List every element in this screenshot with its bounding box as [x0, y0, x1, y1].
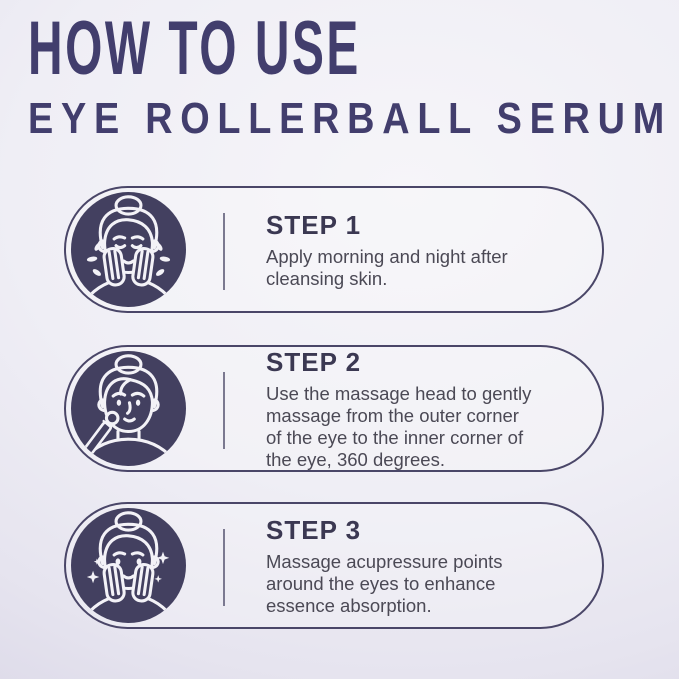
step-label: STEP 2 — [266, 346, 362, 377]
step-description: Use the massage head to gently massage f… — [266, 382, 532, 470]
face-roller-massage-icon — [81, 354, 176, 461]
face-acupressure-icon — [83, 511, 174, 618]
divider — [223, 213, 225, 290]
page-title-line2: EYE ROLLERBALL SERUM — [28, 94, 672, 143]
divider — [223, 372, 225, 449]
step-2-content: STEP 2 Use the massage head to gently ma… — [266, 347, 596, 470]
step-card-1: STEP 1 Apply morning and night after cle… — [64, 186, 604, 313]
step-description: Apply morning and night after cleansing … — [266, 245, 508, 289]
step-3-content: STEP 3 Massage acupressure points around… — [266, 504, 596, 627]
step-1-icon-badge — [71, 192, 186, 307]
step-card-3: STEP 3 Massage acupressure points around… — [64, 502, 604, 629]
face-cleansing-icon — [83, 195, 174, 302]
step-2-icon-badge — [71, 351, 186, 466]
step-description: Massage acupressure points around the ey… — [266, 550, 503, 616]
page-header: HOW TO USE EYE ROLLERBALL SERUM — [28, 6, 679, 143]
page-title-line1: HOW TO USE — [28, 6, 361, 91]
step-label: STEP 3 — [266, 514, 362, 545]
step-card-2: STEP 2 Use the massage head to gently ma… — [64, 345, 604, 472]
step-label: STEP 1 — [266, 209, 362, 240]
step-1-content: STEP 1 Apply morning and night after cle… — [266, 188, 596, 311]
step-3-icon-badge — [71, 508, 186, 623]
divider — [223, 529, 225, 606]
